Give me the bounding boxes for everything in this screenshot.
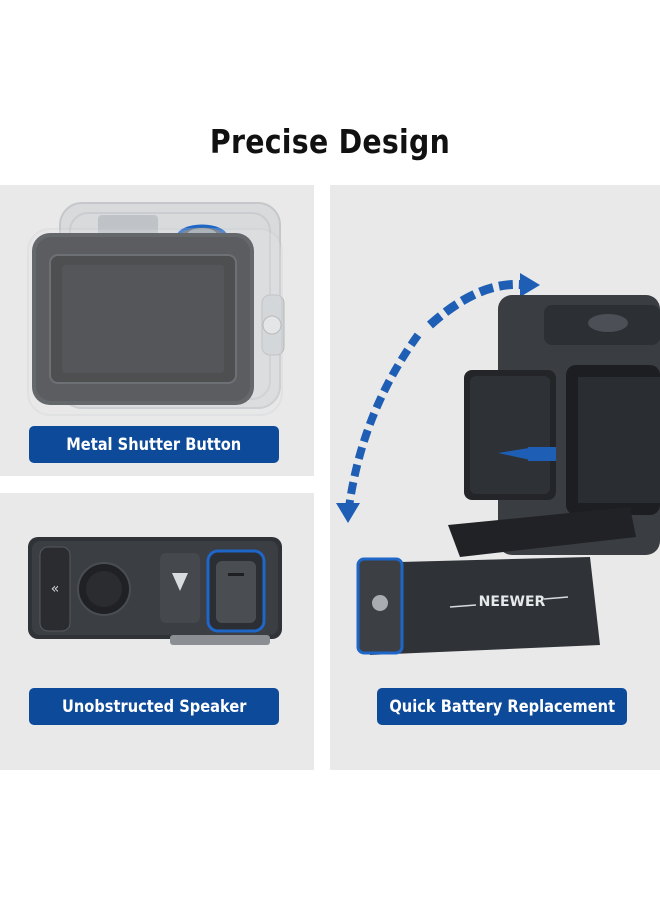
brand-logo: NEEWER bbox=[479, 594, 546, 610]
feature-panel-shutter bbox=[0, 185, 314, 476]
svg-text:«: « bbox=[51, 581, 60, 597]
feature-label-speaker: Unobstructed Speaker bbox=[29, 688, 279, 725]
camera-front-image bbox=[27, 202, 285, 416]
camera-top-image: « bbox=[28, 537, 282, 645]
page-title: Precise Design bbox=[209, 122, 451, 161]
feature-label-battery: Quick Battery Replacement bbox=[377, 688, 627, 725]
feature-panel-battery: NEEWER bbox=[330, 185, 660, 770]
feature-label-shutter: Metal Shutter Button bbox=[29, 426, 279, 463]
camera-battery-image: NEEWER bbox=[336, 273, 660, 655]
feature-panel-speaker: « bbox=[0, 493, 314, 770]
